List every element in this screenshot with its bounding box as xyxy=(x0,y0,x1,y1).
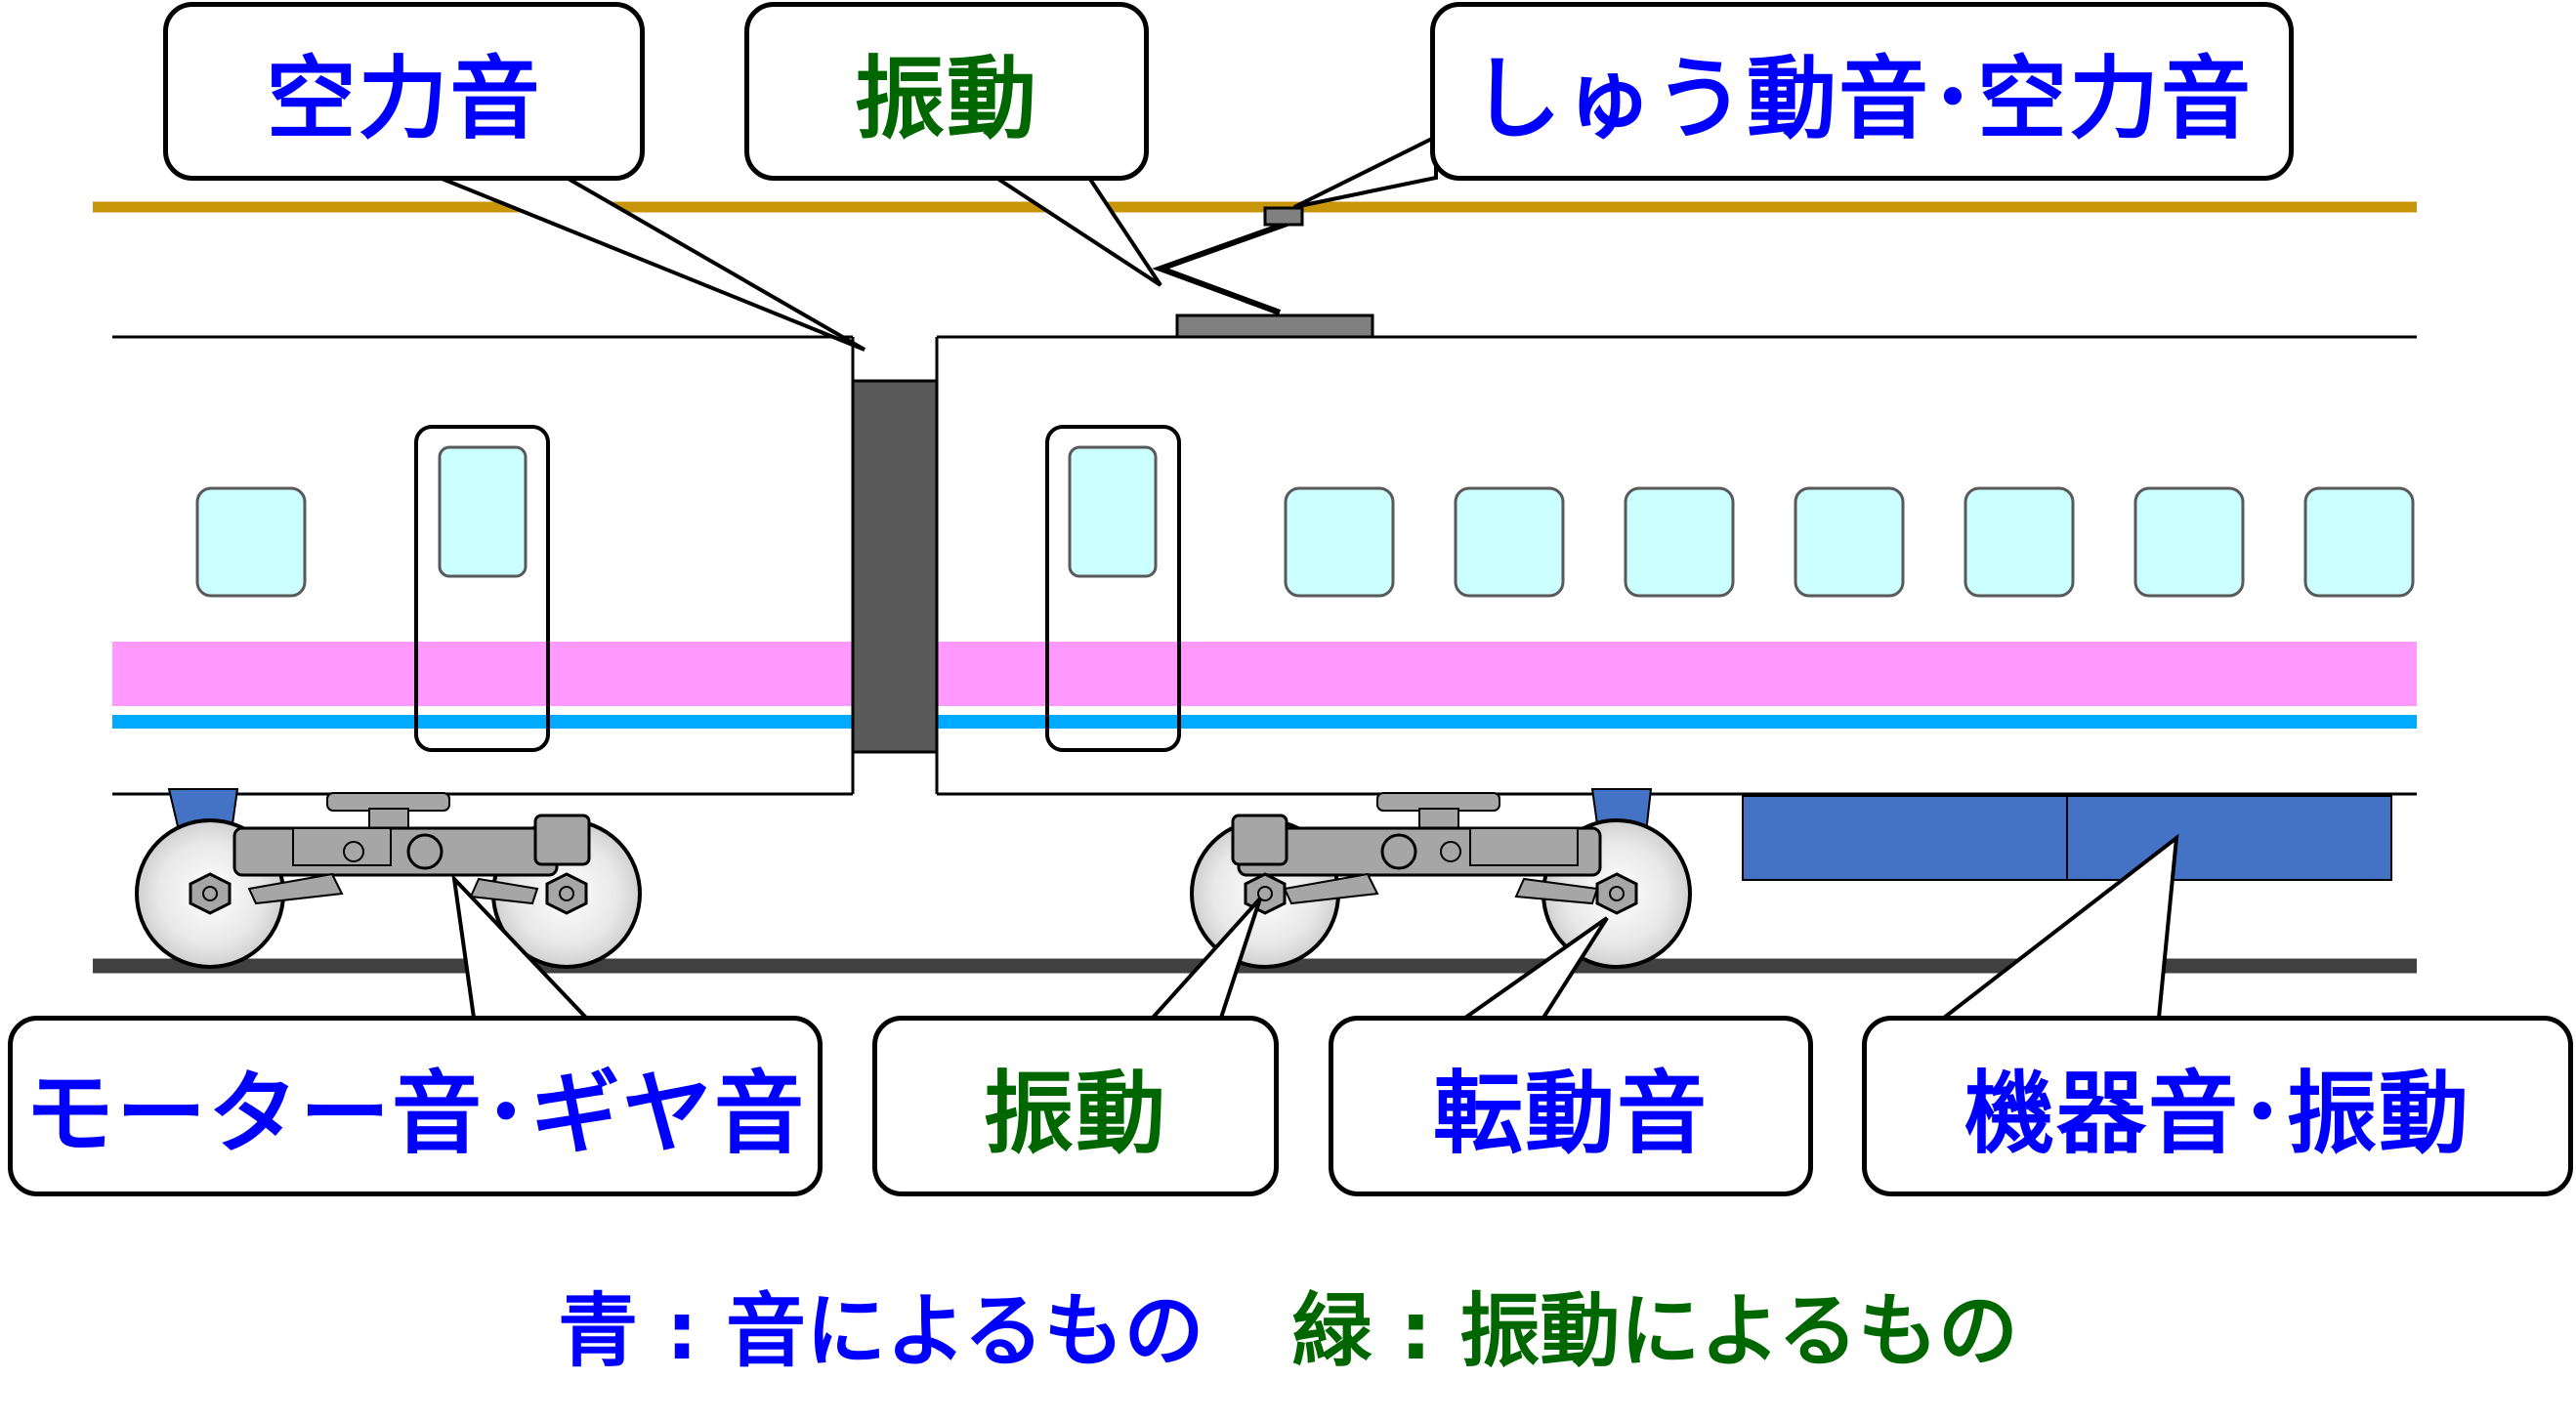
legend-sound: 青 : 音によるもの xyxy=(558,1284,1204,1378)
left-car-door-window xyxy=(438,445,528,578)
callout-aero-front: 空力音 xyxy=(163,2,645,181)
callout-motor-gear: モーター音･ギヤ音 xyxy=(8,1016,823,1196)
left-car-window xyxy=(195,486,307,598)
callout-rolling-label: 転動音 xyxy=(1432,1062,1709,1166)
window xyxy=(2303,486,2415,598)
callout-rolling: 転動音 xyxy=(1329,1016,1813,1196)
legend: 青 : 音によるもの 緑 : 振動によるもの xyxy=(0,1255,2576,1392)
right-car-door xyxy=(1045,425,1181,752)
right-car-door-window xyxy=(1068,445,1158,578)
window xyxy=(1624,486,1735,598)
left-car-door xyxy=(414,425,550,752)
pointer-pantograph xyxy=(1293,133,1438,209)
left-bogie xyxy=(135,788,642,969)
window xyxy=(2133,486,2245,598)
callout-vibration-bottom-label: 振動 xyxy=(983,1062,1167,1166)
right-car-body xyxy=(935,335,2417,796)
callout-vibration-top-label: 振動 xyxy=(854,47,1038,151)
callout-motor-gear-label: モーター音･ギヤ音 xyxy=(23,1062,806,1166)
left-car-body xyxy=(112,335,855,796)
underfloor-equipment xyxy=(1742,795,2392,881)
gangway xyxy=(851,379,939,754)
callout-equipment-label: 機器音･振動 xyxy=(1964,1062,2470,1166)
callout-vibration-top: 振動 xyxy=(744,2,1149,181)
callout-pointers xyxy=(439,133,2179,1020)
legend-vibration: 緑 : 振動によるもの xyxy=(1291,1284,2018,1378)
callout-aero-front-label: 空力音 xyxy=(266,47,542,151)
pointer-vibration-top xyxy=(990,176,1162,287)
right-bogie xyxy=(1190,788,1692,969)
callout-equipment: 機器音･振動 xyxy=(1862,1016,2573,1196)
pantograph xyxy=(1152,206,1374,339)
callout-vibration-bottom: 振動 xyxy=(872,1016,1279,1196)
window xyxy=(1454,486,1565,598)
callout-pantograph-label: しゅう動音･空力音 xyxy=(1470,47,2253,151)
window xyxy=(1794,486,1905,598)
window xyxy=(1284,486,1395,598)
callout-pantograph: しゅう動音･空力音 xyxy=(1430,2,2294,181)
window xyxy=(1964,486,2075,598)
